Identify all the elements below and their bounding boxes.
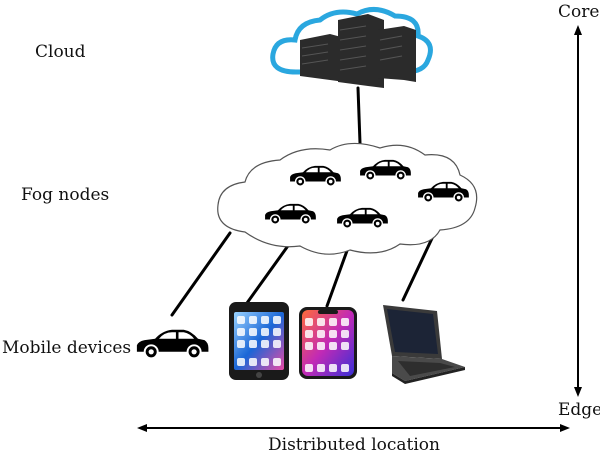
fog-laptop-link [401, 230, 437, 302]
cloud-tier-label: Cloud [35, 42, 86, 62]
core-axis-label: Core [558, 2, 600, 22]
distributed-location-label: Distributed location [268, 435, 440, 455]
smartphone-icon-2 [299, 307, 357, 379]
fog-tier-label: Fog nodes [21, 185, 110, 205]
laptop-icon [383, 305, 465, 384]
fog-car-link [170, 231, 232, 317]
connection-lines [170, 86, 437, 317]
smartphone-icon-1 [229, 302, 289, 380]
fog-cloud-shape [217, 142, 478, 255]
fog-phone1-link [245, 241, 292, 305]
cloud-server-icon [270, 7, 433, 88]
edge-axis-label: Edge [558, 400, 600, 420]
cloud-fog-link [356, 86, 362, 145]
mobile-tier-label: Mobile devices [2, 338, 132, 358]
fog-phone2-link [325, 246, 350, 308]
mobile-car-icon [135, 328, 210, 360]
